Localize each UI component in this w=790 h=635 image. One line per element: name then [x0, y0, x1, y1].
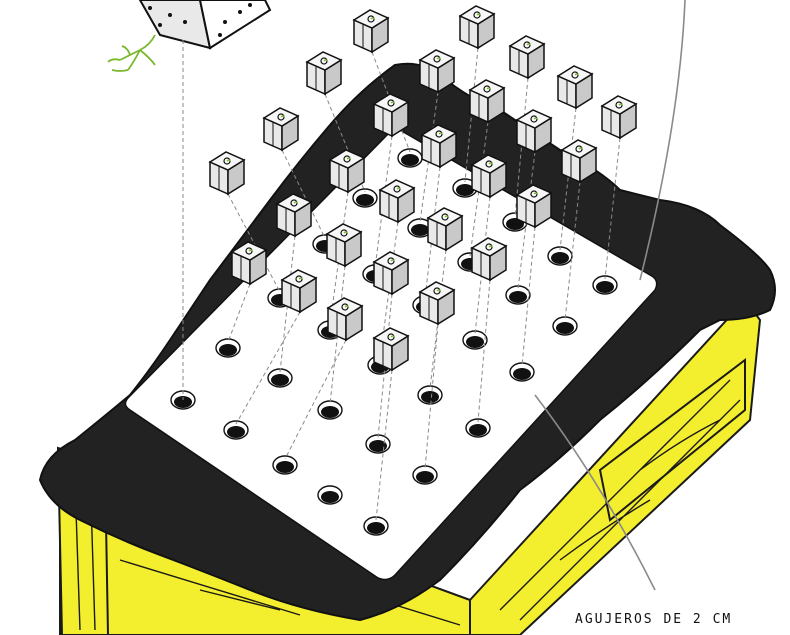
- planting-hole: [366, 435, 390, 453]
- seedling-cube-icon: [428, 208, 462, 250]
- planting-hole: [506, 286, 530, 304]
- seedling-cube-icon: [420, 282, 454, 324]
- seedling-cube-icon: [420, 50, 454, 92]
- seedling-cube-icon: [562, 140, 596, 182]
- seedling-cube-icon: [354, 10, 388, 52]
- seedling-cube-icon: [232, 242, 266, 284]
- seedling-cube-icon: [307, 52, 341, 94]
- seedling-cube-icon: [374, 252, 408, 294]
- seedling-cube-icon: [472, 238, 506, 280]
- planting-hole: [463, 331, 487, 349]
- seedling-cube-icon: [374, 328, 408, 370]
- planting-hole: [553, 317, 577, 335]
- planting-hole: [418, 386, 442, 404]
- seedling-cube-icon: [472, 155, 506, 197]
- seedling-cube-icon: [374, 94, 408, 136]
- root-sprout-icon: [108, 35, 155, 71]
- seedling-cube-icon: [517, 185, 551, 227]
- seedling-cube-icon: [282, 270, 316, 312]
- seedling-cube-icon: [460, 6, 494, 48]
- planting-hole: [216, 339, 240, 357]
- seedling-cube-icon: [210, 152, 244, 194]
- seedling-cube-icon: [327, 224, 361, 266]
- planting-hole: [510, 363, 534, 381]
- seedling-cube-icon: [510, 36, 544, 78]
- seedling-cube-icon: [558, 66, 592, 108]
- planting-hole: [413, 466, 437, 484]
- seedling-cube-icon: [264, 108, 298, 150]
- seedling-cube-icon: [470, 80, 504, 122]
- seedling-cube-icon: [602, 96, 636, 138]
- holes-annotation-label: AGUJEROS DE 2 CM: [575, 612, 732, 627]
- seedling-cube-icon: [330, 150, 364, 192]
- seedling-cube-icon: [380, 180, 414, 222]
- seedling-cube-icon: [517, 110, 551, 152]
- planting-hole: [318, 401, 342, 419]
- seedling-cube-icon: [277, 194, 311, 236]
- seedling-cube-icon: [422, 125, 456, 167]
- planting-hole: [318, 486, 342, 504]
- soil-block-icon: [140, 0, 270, 48]
- seedling-cube-icon: [328, 298, 362, 340]
